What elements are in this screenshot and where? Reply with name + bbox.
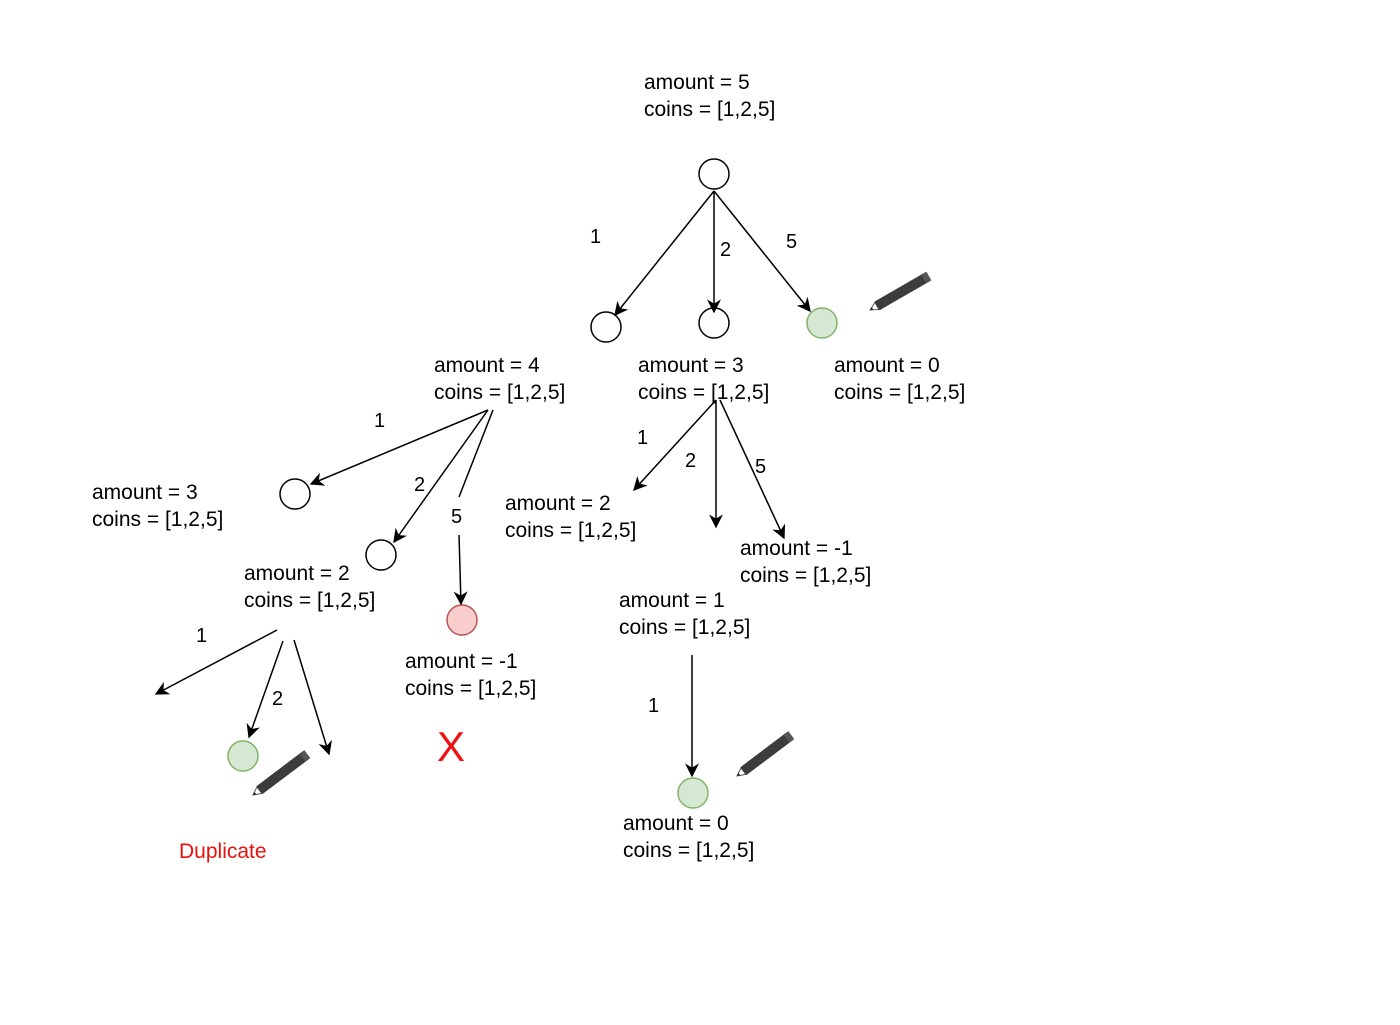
root-coins: coins = [1,2,5] — [644, 98, 776, 121]
left-amount-3-label: amount = 3 coins = [1,2,5] — [92, 479, 223, 533]
root-node — [698, 158, 730, 190]
amount-4-amount: amount = 4 — [434, 354, 540, 377]
left-amount-neg1-amount: amount = -1 — [405, 650, 518, 673]
amount-1-coins: coins = [1,2,5] — [619, 616, 751, 639]
node-amount-3 — [698, 307, 730, 339]
pencil-icon — [249, 749, 311, 800]
node-amount-0-success — [806, 307, 838, 339]
right-amount-neg1-label: amount = -1 coins = [1,2,5] — [740, 535, 871, 589]
edge-2-coin5 — [293, 639, 332, 756]
amount-3-label: amount = 3 coins = [1,2,5] — [638, 352, 769, 406]
pencil-icon — [733, 730, 795, 781]
edge-3-to-neg1 — [719, 399, 786, 540]
amount-3-amount: amount = 3 — [638, 354, 744, 377]
right-amount-2-coins: coins = [1,2,5] — [505, 519, 637, 542]
edge-4-to-3 — [309, 409, 489, 486]
right-amount-2-amount: amount = 2 — [505, 492, 611, 515]
left-amount-2-amount: amount = 2 — [244, 562, 350, 585]
edge-label-a4-2: 2 — [414, 474, 426, 496]
left-amount-neg1-coins: coins = [1,2,5] — [405, 677, 537, 700]
right-amount-neg1-coins: coins = [1,2,5] — [740, 564, 872, 587]
node-amount-2-left — [365, 539, 397, 571]
edge-4-to-neg1-b — [453, 534, 468, 606]
left-amount-neg1-label: amount = -1 coins = [1,2,5] — [405, 648, 536, 702]
edge-label-a3-1: 1 — [637, 427, 649, 449]
amount-4-coins: coins = [1,2,5] — [434, 381, 566, 404]
root-label: amount = 5 coins = [1,2,5] — [644, 69, 775, 123]
amount-1-label: amount = 1 coins = [1,2,5] — [619, 587, 750, 641]
fail-x-mark: X — [437, 723, 466, 770]
edge-label-root-5: 5 — [786, 231, 798, 253]
amount-0-label: amount = 0 coins = [1,2,5] — [834, 352, 965, 406]
edge-label-root-2: 2 — [720, 239, 732, 261]
edge-root-to-0 — [713, 190, 811, 313]
left-amount-2-coins: coins = [1,2,5] — [244, 589, 376, 612]
edge-label-a2-2: 2 — [272, 688, 284, 710]
root-amount: amount = 5 — [644, 71, 750, 94]
node-amount-3-left — [279, 478, 311, 510]
edge-label-root-1: 1 — [590, 226, 602, 248]
bottom-amount-0-label: amount = 0 coins = [1,2,5] — [623, 810, 754, 864]
right-amount-neg1-amount: amount = -1 — [740, 537, 853, 560]
node-amount-0-bottom-success — [677, 777, 709, 809]
edge-2-coin2 — [246, 640, 284, 739]
amount-1-amount: amount = 1 — [619, 589, 725, 612]
amount-4-label: amount = 4 coins = [1,2,5] — [434, 352, 565, 406]
amount-0-amount: amount = 0 — [834, 354, 940, 377]
node-amount-neg1-fail — [446, 604, 478, 636]
edge-3-to-2 — [633, 399, 717, 492]
edge-label-a1-1: 1 — [648, 695, 660, 717]
left-amount-2-label: amount = 2 coins = [1,2,5] — [244, 560, 375, 614]
edge-label-a4-5: 5 — [451, 506, 463, 528]
node-duplicate-success — [227, 740, 259, 772]
node-amount-4 — [590, 311, 622, 343]
edge-label-a2-1: 1 — [196, 625, 208, 647]
edge-label-a3-5: 5 — [755, 456, 767, 478]
edge-label-a3-2: 2 — [685, 450, 697, 472]
edge-4-to-2 — [393, 409, 489, 544]
bottom-amount-0-coins: coins = [1,2,5] — [623, 839, 755, 862]
pencil-icon — [867, 271, 932, 315]
bottom-amount-0-amount: amount = 0 — [623, 812, 729, 835]
duplicate-label: Duplicate — [179, 840, 267, 863]
right-amount-2-label: amount = 2 coins = [1,2,5] — [505, 490, 636, 544]
left-amount-3-coins: coins = [1,2,5] — [92, 508, 224, 531]
amount-3-coins: coins = [1,2,5] — [638, 381, 770, 404]
edge-2-coin1 — [154, 629, 278, 695]
left-amount-3-amount: amount = 3 — [92, 481, 198, 504]
amount-0-coins: coins = [1,2,5] — [834, 381, 966, 404]
edge-4-to-neg1-a — [458, 409, 494, 498]
edge-label-a4-1: 1 — [374, 410, 386, 432]
edge-root-to-4 — [614, 190, 715, 317]
